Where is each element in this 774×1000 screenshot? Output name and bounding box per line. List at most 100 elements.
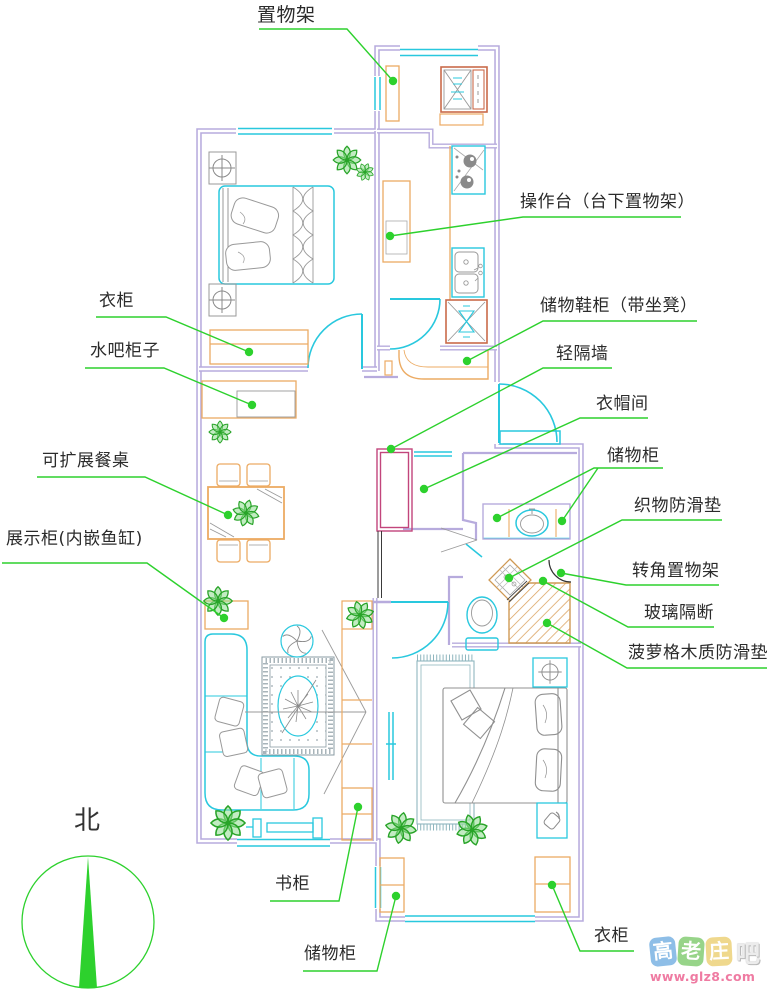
fridge — [439, 66, 488, 126]
living-rug — [261, 656, 335, 756]
watermark-logo: 高 老 庄 吧 — [648, 934, 774, 969]
label-light-partition: 轻隔墙 — [556, 344, 609, 364]
side-cabinet-strip — [341, 600, 373, 788]
label-fabric-mat: 织物防滑垫 — [634, 496, 722, 516]
north-compass — [21, 855, 155, 989]
leader-counter — [389, 216, 681, 237]
stove — [451, 145, 486, 195]
label-dining-table: 可扩展餐桌 — [42, 451, 130, 471]
bedroom1-window — [236, 126, 334, 136]
bedroom2-bed — [442, 687, 568, 804]
leader-wardrobe-top — [96, 316, 250, 353]
bed1-runner — [292, 186, 314, 284]
label-water-bar: 水吧柜子 — [90, 341, 160, 361]
label-display-cabinet: 展示柜(内嵌鱼缸) — [6, 529, 143, 549]
dining-table-top — [207, 486, 285, 540]
watermark-char-1: 高 — [648, 935, 678, 968]
bedroom2-door — [391, 601, 449, 659]
entry-opening — [492, 382, 503, 444]
north-needle — [79, 857, 97, 988]
bedroom2-nightstands — [532, 657, 568, 839]
plant-icon — [353, 160, 377, 184]
bedroom1-door — [307, 313, 363, 369]
bath-glass-tick — [465, 543, 483, 558]
leader-bookcase — [270, 806, 359, 902]
lamp-icon — [208, 154, 236, 182]
leader-corner-shelf — [560, 572, 719, 586]
plant-icon — [210, 805, 246, 841]
bedroom2-bottom-window — [405, 913, 535, 924]
label-wood-mat: 菠萝格木质防滑垫 — [628, 643, 768, 663]
lamp-icon — [537, 659, 563, 685]
label-storage-bottom: 储物柜 — [304, 944, 357, 964]
light-partition-wall — [376, 448, 413, 532]
glass-wall-line — [377, 531, 382, 598]
leader-lines — [2, 28, 767, 972]
label-bookcase: 书柜 — [275, 874, 310, 894]
leader-cloakroom — [423, 417, 648, 490]
label-counter: 操作台（台下置物架） — [520, 192, 695, 212]
leader-shoe-cabinet — [466, 320, 697, 362]
leader-light-partition — [390, 367, 612, 450]
table-extension-marks — [209, 488, 283, 538]
leader-water-bar — [85, 367, 253, 406]
kitchen-counters — [382, 146, 451, 340]
plant-icon — [382, 809, 420, 847]
nook-storage-cabinet — [379, 857, 405, 913]
storage-left-window — [373, 76, 382, 111]
bedroom1-wardrobe — [209, 329, 309, 365]
leader-display-cabinet — [2, 562, 225, 619]
watermark: 高 老 庄 吧 www.glz8.com — [648, 934, 774, 984]
bedroom2-side-glass — [386, 712, 396, 780]
shoe-cabinet — [384, 349, 489, 380]
leader-wardrobe-bottom — [551, 884, 634, 952]
living-bottom-window — [237, 836, 330, 849]
dining-chairs — [216, 463, 271, 563]
leader-dots — [219, 76, 567, 901]
leader-wood-mat — [546, 622, 767, 669]
windows — [236, 45, 570, 924]
cloakroom-shelf-line — [414, 451, 452, 457]
watermark-char-2: 老 — [677, 936, 705, 967]
entry-door — [498, 383, 558, 443]
entry-mat — [499, 430, 561, 445]
watermark-url: www.glz8.com — [650, 969, 756, 984]
fan-swirl — [280, 624, 314, 658]
toilet — [465, 596, 499, 651]
water-bar-cabinet — [201, 380, 297, 419]
corner-shelf-arc — [548, 559, 572, 583]
label-cloakroom: 衣帽间 — [596, 394, 649, 414]
leader-glass-partition — [542, 580, 714, 628]
doors — [307, 298, 558, 659]
label-storage-mid: 储物柜 — [607, 446, 660, 466]
leader-storage-mid — [496, 467, 663, 522]
kitchen-sink — [451, 247, 485, 298]
label-wardrobe-bottom: 衣柜 — [594, 926, 629, 946]
watermark-char-4: 吧 — [736, 940, 760, 968]
floor-arrow-marks — [245, 629, 367, 795]
label-shelf-top: 置物架 — [257, 4, 316, 26]
watermark-char-3: 庄 — [705, 936, 733, 967]
kitchen-top-window — [400, 45, 478, 57]
label-wardrobe-top: 衣柜 — [99, 291, 134, 311]
plant-icon — [229, 496, 263, 530]
vanity — [482, 503, 571, 540]
phone-icon — [543, 811, 561, 830]
plant-icon — [208, 420, 232, 444]
dining-set — [207, 463, 285, 563]
fridge-glyphs — [451, 77, 464, 100]
lamp-icon — [208, 286, 236, 314]
leader-fabric-mat — [508, 519, 722, 579]
bath-entry-chevron — [440, 527, 478, 553]
bedroom1-bed — [218, 185, 335, 285]
tv-bench — [246, 817, 323, 839]
top-storage-shelf — [385, 65, 400, 122]
label-glass-partition: 玻璃隔断 — [644, 603, 714, 623]
kitchen-door — [389, 298, 441, 350]
shower-glass-partition — [506, 580, 530, 603]
leader-dining-table — [37, 476, 229, 516]
plant-icon — [203, 586, 233, 616]
label-north: 北 — [74, 806, 101, 836]
